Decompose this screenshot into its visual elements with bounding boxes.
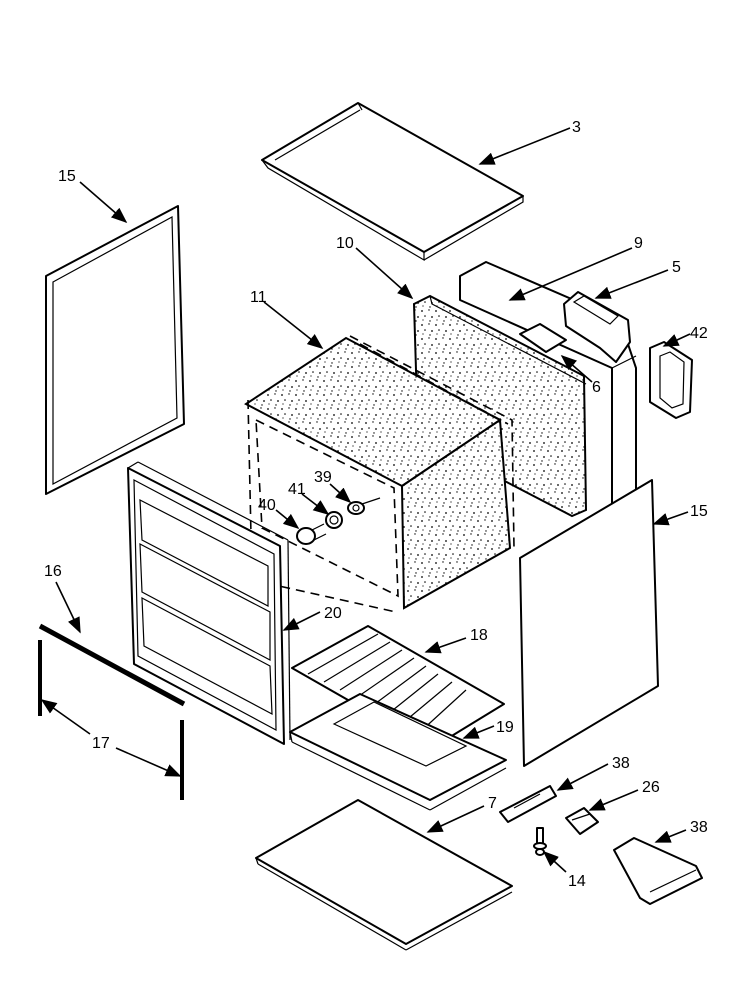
plug [296,523,327,545]
callout-15-right: 15 [690,503,708,520]
callout-10: 10 [336,235,354,252]
callout-20: 20 [324,605,342,622]
callout-7: 7 [488,795,497,812]
vent-duct [563,291,631,363]
callout-42: 42 [690,325,708,342]
sensor-fitting [347,497,381,515]
bracket-upper [499,785,557,823]
oven-bottom [289,693,507,811]
callout-15-left: 15 [58,168,76,185]
callout-39: 39 [314,469,332,486]
leader-lines [40,127,691,873]
callout-26: 26 [642,779,660,796]
callout-40: 40 [258,497,276,514]
front-frame [127,461,291,745]
callout-17: 17 [92,735,110,752]
callout-labels: 3 15 10 9 5 11 42 6 39 41 40 15 16 20 18… [44,119,708,890]
callout-38-lower: 38 [690,819,708,836]
trim-strip [38,623,186,707]
bottom-panel [255,799,513,951]
left-side-panel [45,205,185,495]
callout-6: 6 [592,379,601,396]
leveling-leg [533,827,547,856]
callout-16: 16 [44,563,62,580]
right-side-panel [519,479,659,767]
grommet [325,511,343,529]
callout-5: 5 [672,259,681,276]
clip [565,807,599,835]
callout-14: 14 [568,873,586,890]
vent-frame [649,341,693,419]
callout-9: 9 [634,235,643,252]
callout-41: 41 [288,481,306,498]
callout-38-upper: 38 [612,755,630,772]
bracket-lower [613,837,703,905]
callout-11: 11 [250,289,267,306]
callout-3: 3 [572,119,581,136]
callout-19: 19 [496,719,514,736]
top-panel [261,102,524,262]
callout-18: 18 [470,627,488,644]
side-trims [38,640,184,800]
